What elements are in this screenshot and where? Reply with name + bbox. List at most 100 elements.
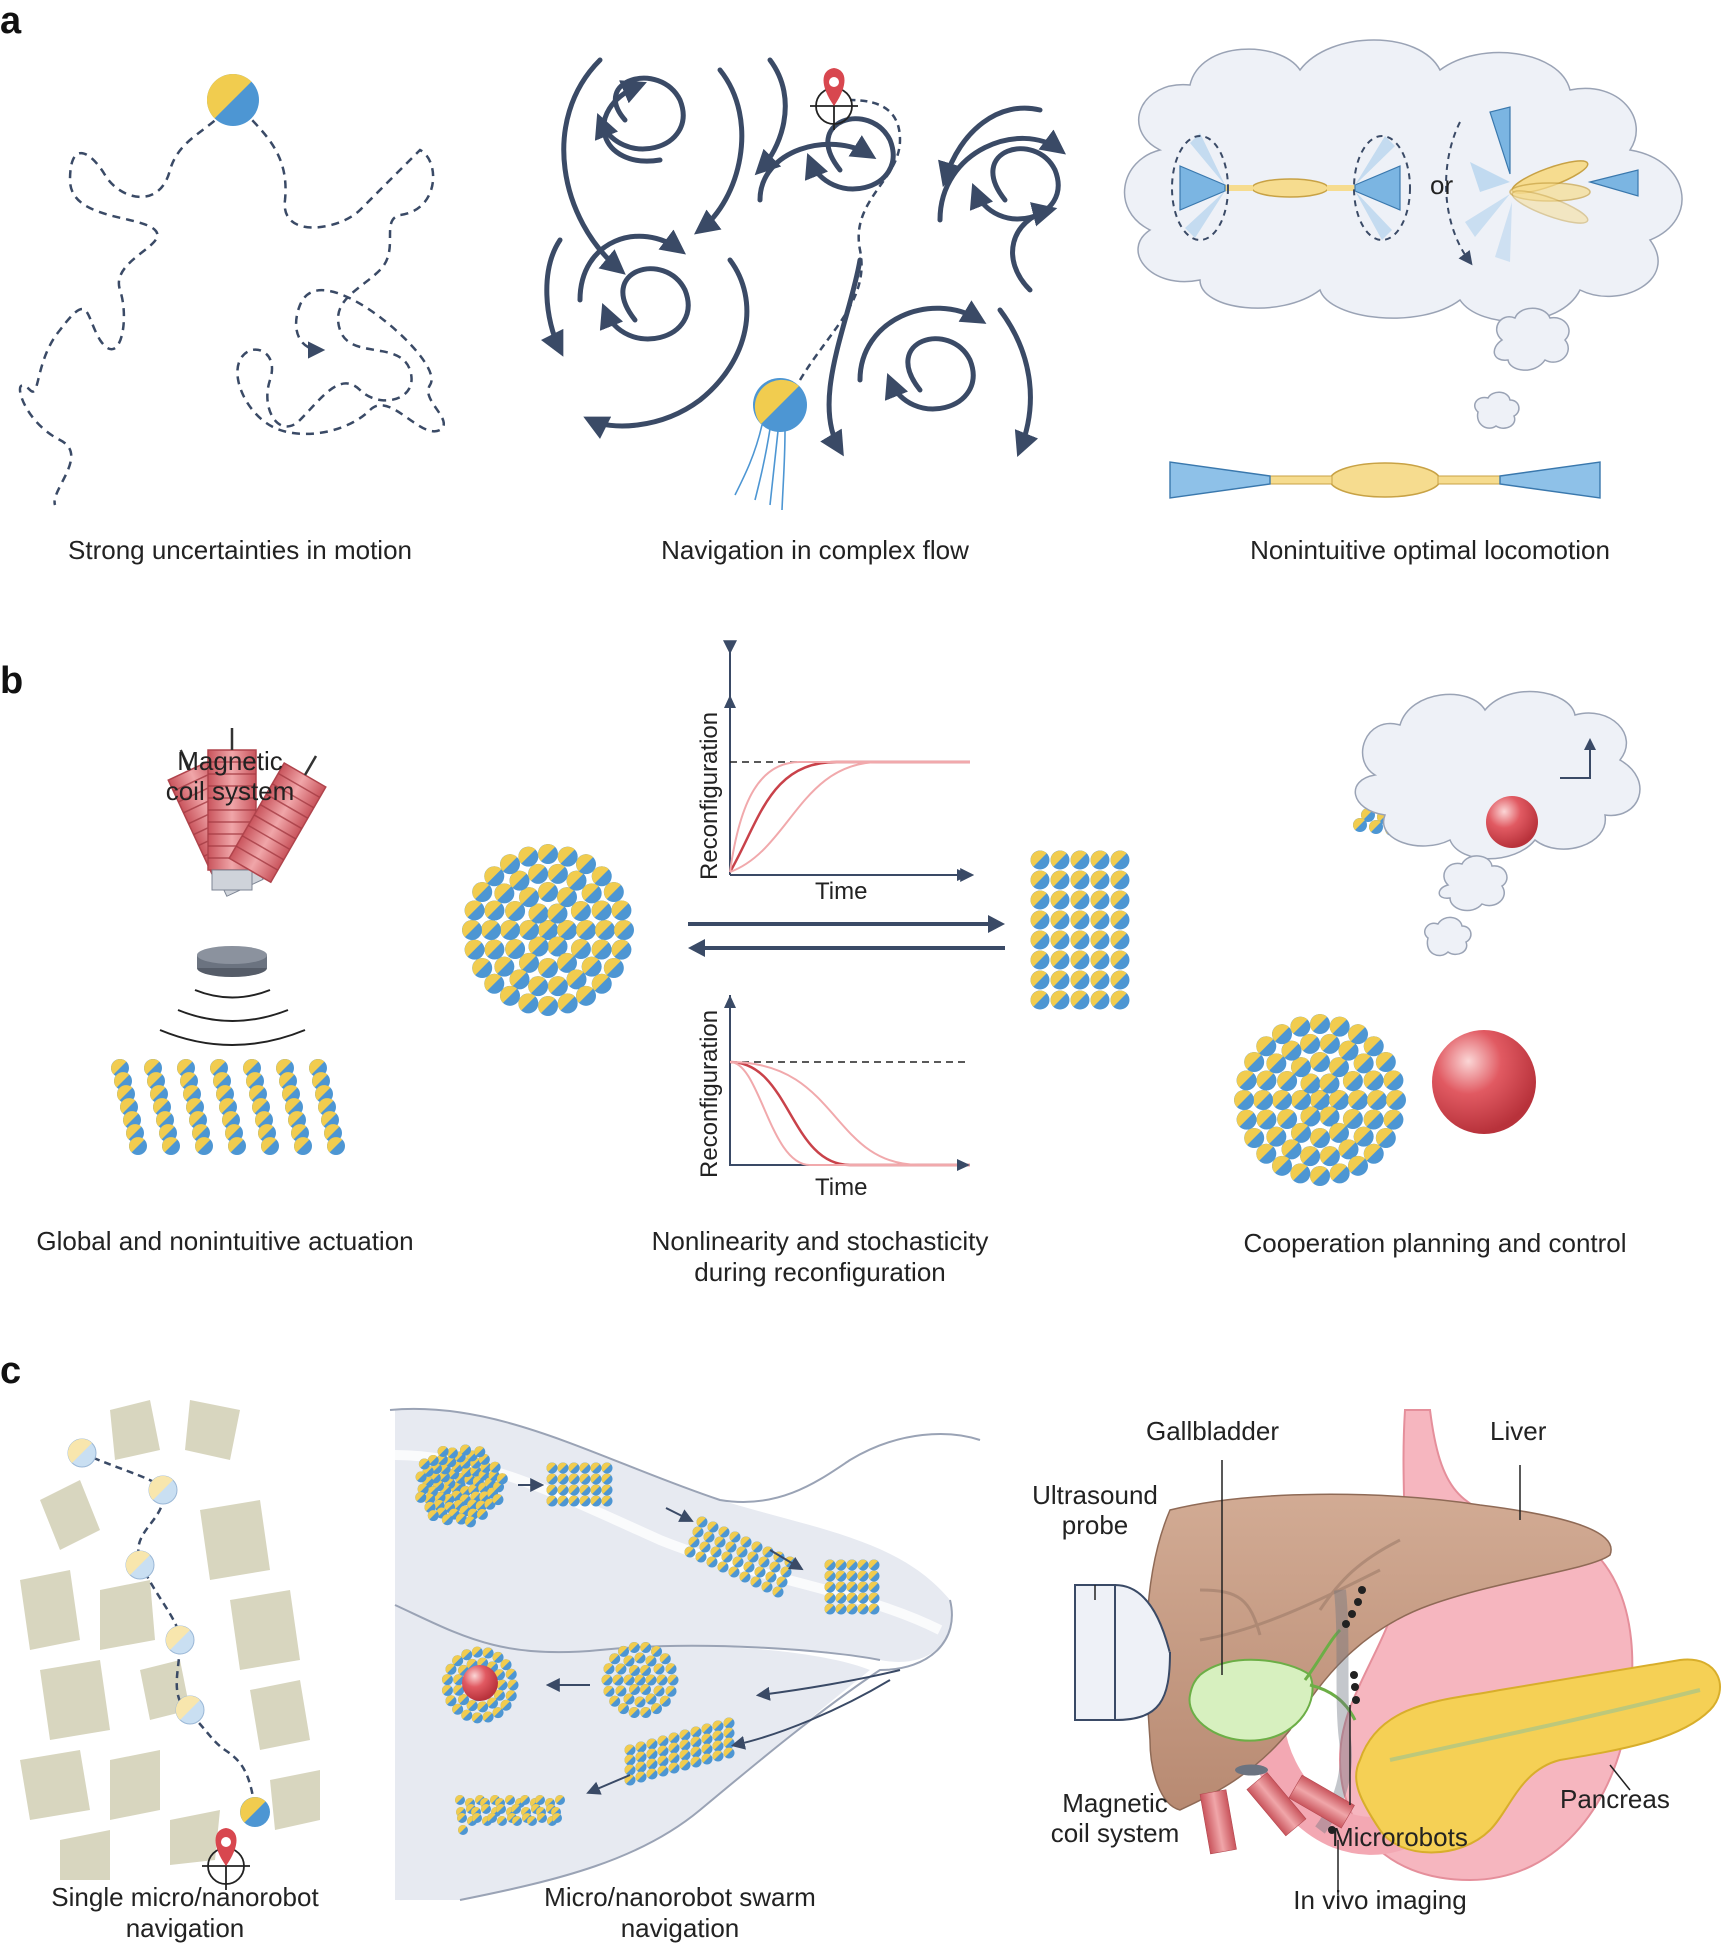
robot-particle-half [646, 1738, 656, 1748]
robot-particle-half [623, 1655, 633, 1665]
robot-particle-half [468, 1484, 478, 1494]
obstacle-shape [40, 1660, 110, 1740]
robot-particle-half [472, 958, 490, 976]
robot-particle-half [437, 1446, 447, 1456]
robot-particle-half [1329, 1163, 1347, 1181]
robot-particle-half [868, 1559, 878, 1569]
robot-particle-half [846, 1570, 856, 1580]
robot-particle-half [195, 1137, 211, 1153]
robot-particle-half [579, 1462, 589, 1472]
robot-particle-half [518, 993, 536, 1011]
panel-a-drawing [18, 39, 1683, 511]
robot-particle-half [240, 1797, 266, 1823]
robot-particle-half [824, 1559, 834, 1569]
robot-particle-half [465, 1516, 475, 1526]
robot-particle-half [776, 1576, 786, 1586]
robot-particle-half [1383, 1070, 1401, 1088]
robot-particle-half [439, 1463, 450, 1473]
robot-particle-half [472, 882, 490, 900]
robot-particle-half [736, 1546, 746, 1556]
robot-particle-half [547, 903, 565, 921]
robot-particle-half [835, 1592, 845, 1602]
robot-particle-half [590, 1495, 600, 1505]
robot-particle-half [857, 1570, 867, 1580]
panel-a: a [0, 0, 1735, 600]
plot-bottom-ylabel: Reconfiguration [696, 1009, 723, 1178]
robot-particle-half [1256, 1109, 1274, 1127]
robot-particle-half [657, 1755, 667, 1765]
robot-particle-half [568, 1484, 578, 1494]
robot-particle-half [618, 1645, 628, 1656]
robot-particle-half [718, 1526, 728, 1536]
robot-particle-half [482, 1647, 492, 1657]
robot-particle-half [192, 1124, 208, 1140]
robot-particle-half [579, 1495, 589, 1505]
thought-cloud-tiny [1474, 391, 1520, 429]
robot-particle-half [471, 1646, 482, 1657]
robot-particle-half [1290, 1163, 1308, 1181]
robot-particle-half [579, 1473, 589, 1483]
robot-particle-half [668, 1732, 678, 1742]
robot-particle-half [442, 1684, 452, 1695]
robot-particle-half [624, 1744, 634, 1754]
robot-particle-half [1030, 990, 1047, 1007]
robot-particle-half [1281, 1040, 1299, 1058]
robot-particle-half [623, 1693, 633, 1703]
robot-particle-half [591, 973, 609, 991]
obstacle-shape [170, 1810, 220, 1865]
obstacle-shape [200, 1500, 270, 1580]
obstacle-shape [20, 1570, 80, 1650]
robot-particle-half [762, 1546, 772, 1556]
gallbladder [1188, 1628, 1357, 1742]
robot-particle-half [415, 1491, 425, 1502]
robot-particle-half [665, 1663, 675, 1673]
thought-cloud-small [1493, 307, 1570, 371]
robot-particle-half [180, 1072, 196, 1088]
cargo-in-cloud [1486, 796, 1538, 848]
obstacle-shape [40, 1480, 100, 1550]
obstacles-field [20, 1400, 320, 1880]
robot-particle-half [1353, 818, 1365, 830]
caption-b-middle: Nonlinearity and stochasticity during re… [600, 1226, 1040, 1288]
robot-particle-half [457, 1813, 466, 1822]
panel-b: b [0, 640, 1735, 1300]
robot-particle-half [189, 1111, 205, 1127]
robot-particle-half [1244, 1128, 1262, 1146]
robot-particle-half [601, 1495, 611, 1505]
robot-particle-half [1375, 1052, 1393, 1070]
robot-particle-half [147, 1072, 163, 1088]
robot-particle-half [494, 1689, 504, 1700]
robot-particle-half [1070, 850, 1087, 867]
plot-top-ylabel: Reconfiguration [696, 711, 723, 880]
robot-particle-half [1310, 1090, 1328, 1108]
robot-particle-half [1277, 1071, 1295, 1089]
robot-particle-half [442, 1674, 452, 1684]
robot-particle-half [475, 1500, 486, 1510]
robot-particle-half [1110, 850, 1127, 867]
robot-particle-half [706, 1556, 716, 1566]
robot-particle-half [500, 985, 518, 1003]
label-coil-system-c: Magnetic coil system [1040, 1788, 1190, 1848]
robot-particle-half [635, 1761, 645, 1771]
robot-particle-half [846, 1581, 856, 1591]
single-robot-icon [206, 73, 259, 126]
robot-particle-half [183, 1085, 199, 1101]
robot-particle-half [126, 1124, 142, 1140]
obstacle-shape [60, 1830, 110, 1880]
robot-particle-half [615, 1685, 625, 1695]
robot-particle-half [635, 1771, 645, 1781]
robot-particle-half [729, 1531, 739, 1541]
robot-swarms [462, 768, 1487, 1186]
robot-particle-half [246, 1072, 262, 1088]
label-liver: Liver [1490, 1416, 1547, 1446]
robot-particle-half [868, 1592, 878, 1602]
robot-particle-half [576, 920, 594, 938]
panel-c-drawing [20, 1400, 1721, 1901]
robot-particle-half [216, 1085, 232, 1101]
robot-particle-half [1090, 890, 1107, 907]
robot-particle-half [455, 1795, 464, 1804]
obstacle-shape [100, 1580, 155, 1650]
robot-particle-half [487, 1813, 496, 1822]
robot-particle-half [484, 900, 502, 918]
robot-particle-half [611, 939, 629, 957]
